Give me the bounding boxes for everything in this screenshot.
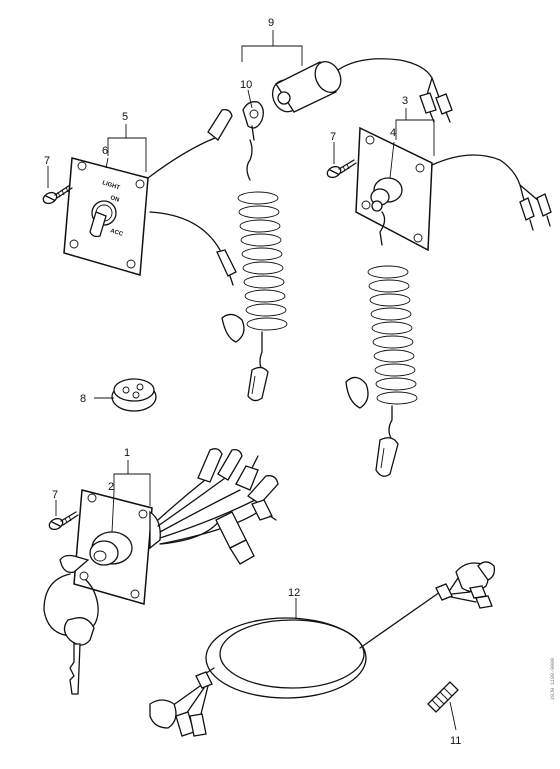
callout-7-lower: 7	[52, 489, 58, 501]
leader-lines	[47, 30, 457, 731]
light-switch-panel: LIGHT ON ACC	[63, 108, 237, 286]
callout-5: 5	[122, 111, 128, 123]
screw-top-left	[42, 184, 73, 205]
callout-10: 10	[240, 79, 252, 91]
callout-4: 4	[390, 127, 396, 139]
callout-7-right: 7	[330, 131, 336, 143]
callout-12: 12	[288, 587, 300, 599]
callout-8: 8	[80, 393, 86, 405]
stop-switch-panel	[345, 126, 552, 477]
callout-numbers: 9 10 3 4 5 6 7 7 8 1 2 7 12 11	[44, 17, 461, 747]
grommet	[111, 378, 157, 412]
callout-1: 1	[124, 447, 130, 459]
callout-3: 3	[402, 95, 408, 107]
margin-code: 20JH 1100-0000	[550, 658, 556, 700]
callout-6: 6	[102, 145, 108, 157]
screw-lower-left	[48, 511, 79, 531]
callout-7-top: 7	[44, 155, 50, 167]
light-label: LIGHT	[101, 180, 120, 191]
callout-2: 2	[108, 481, 114, 493]
harness-cable	[149, 561, 496, 737]
acc-label: ACC	[109, 228, 124, 238]
screw-right	[326, 159, 357, 179]
on-label: ON	[109, 195, 119, 203]
lanyard-stop-switch	[221, 58, 453, 402]
sleeve-tube	[427, 681, 459, 713]
callout-11: 11	[450, 735, 461, 747]
ignition-switch-panel	[43, 448, 279, 695]
callout-9: 9	[268, 17, 274, 29]
